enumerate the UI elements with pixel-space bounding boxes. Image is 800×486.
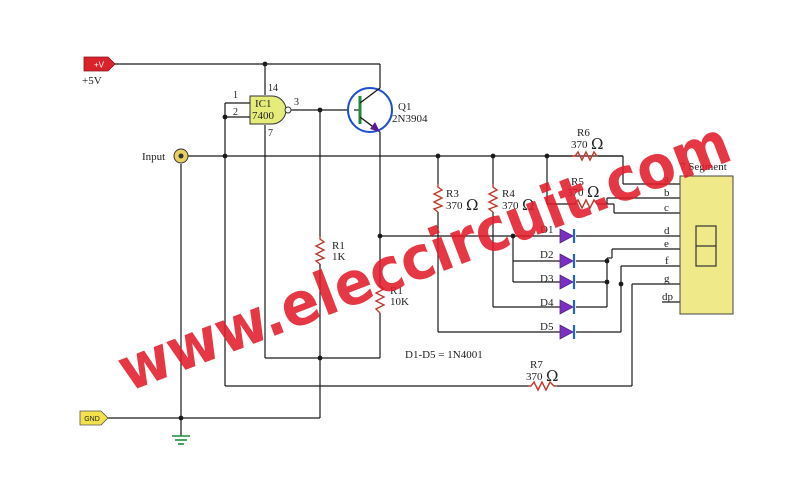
- vplus-tag: +V: [94, 61, 105, 70]
- seven-segment-display: [679, 175, 734, 315]
- r7-resistor: [528, 380, 557, 392]
- r3-value: 370: [446, 200, 463, 212]
- ic1-pin3: 3: [294, 97, 299, 108]
- diode-label-d3: D3: [540, 273, 554, 285]
- input-jack: [173, 148, 189, 164]
- ic1-pin1: 1: [233, 90, 238, 101]
- r5-resistor: [572, 198, 598, 210]
- segment-pin-b: b: [664, 187, 670, 199]
- r4-ohm: Ω: [522, 196, 534, 214]
- q1-name: Q1: [398, 101, 411, 113]
- diode-label-d2: D2: [540, 249, 553, 261]
- r7-value: 370: [526, 371, 543, 383]
- diode-label-d1: D1: [540, 224, 553, 236]
- segment-pin-dp: dp: [662, 291, 674, 303]
- r4-value: 370: [502, 200, 519, 212]
- q1-transistor: [347, 87, 393, 133]
- segment-title: 7 Segment: [680, 161, 727, 173]
- diode-d5: [559, 324, 576, 340]
- segment-pin-f: f: [665, 255, 669, 267]
- ic1-pin7: 7: [268, 128, 273, 139]
- r6-value: 370: [571, 139, 588, 151]
- diode-d2: [559, 253, 576, 269]
- r1-10k-resistor: [374, 283, 386, 314]
- r5-ohm: Ω: [587, 183, 599, 201]
- diode-d4: [559, 299, 576, 315]
- ic1-name: IC1: [255, 98, 272, 110]
- ic1-nand-gate: [249, 95, 292, 125]
- watermark: www.eleccircuit.com: [108, 108, 740, 406]
- segment-pin-c: c: [664, 202, 669, 214]
- gnd-terminal: GND: [79, 410, 109, 426]
- r7-ohm: Ω: [546, 367, 558, 385]
- r3-resistor: [432, 184, 444, 213]
- ground-symbol: [172, 435, 190, 445]
- segment-pin-d: d: [664, 225, 670, 237]
- diode-note: D1-D5 = 1N4001: [405, 349, 483, 361]
- diode-d3: [559, 274, 576, 290]
- r4-name: R4: [502, 188, 515, 200]
- segment-pin-a: a: [664, 173, 669, 185]
- r3-ohm: Ω: [466, 196, 478, 214]
- input-label: Input: [142, 151, 165, 163]
- r6-resistor: [572, 150, 598, 162]
- ic1-pin14: 14: [268, 83, 278, 94]
- vplus-label: +5V: [82, 75, 102, 87]
- junctions: [178, 61, 624, 421]
- r1a-name: R1: [332, 240, 345, 252]
- r7-name: R7: [530, 359, 543, 371]
- segment-digit: [695, 225, 717, 267]
- r1b-value: 10K: [390, 296, 409, 308]
- diode-d1: [559, 228, 576, 244]
- r6-ohm: Ω: [591, 135, 603, 153]
- q1-part: 2N3904: [392, 113, 428, 125]
- ic1-part: 7400: [252, 110, 275, 122]
- wires: [107, 63, 680, 436]
- r6-name: R6: [577, 127, 590, 139]
- r3-name: R3: [446, 188, 459, 200]
- r5-name: R5: [571, 176, 584, 188]
- r4-resistor: [487, 184, 499, 213]
- ic1-pin2: 2: [233, 107, 238, 118]
- r1-1k-resistor: [314, 236, 326, 265]
- gnd-tag: GND: [84, 416, 100, 423]
- vplus-terminal: +V: [83, 56, 116, 72]
- diode-label-d4: D4: [540, 297, 554, 309]
- r5-value: 370: [567, 187, 584, 199]
- segment-pin-e: e: [664, 238, 669, 250]
- r1b-name: R1: [390, 285, 403, 297]
- diode-label-d5: D5: [540, 321, 554, 333]
- r1a-value: 1K: [332, 251, 346, 263]
- segment-pin-g: g: [664, 273, 670, 285]
